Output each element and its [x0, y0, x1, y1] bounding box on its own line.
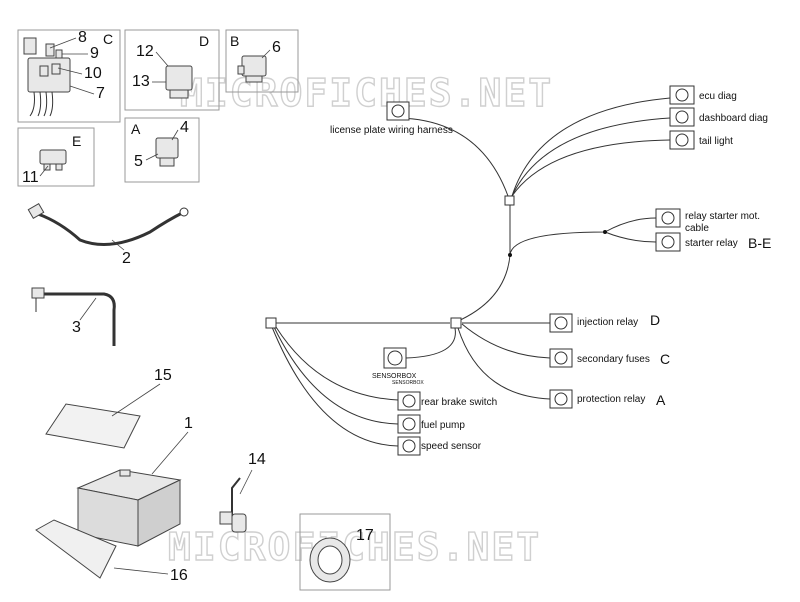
relay-d-drawing: [165, 65, 193, 99]
group-c-letter: C: [103, 31, 113, 47]
ref-secondary-fuses: C: [660, 351, 670, 367]
part-number-15: 15: [154, 367, 172, 384]
connector-part-14: 14: [219, 451, 266, 533]
pad-part-16: 16: [35, 519, 188, 584]
group-a-letter: A: [131, 121, 141, 137]
label-relay-starter-mot-1: relay starter mot.: [685, 211, 760, 222]
wiring-harness: [265, 97, 671, 447]
connector-speed-sensor: speed sensor: [397, 436, 482, 456]
part-number-5: 5: [134, 153, 143, 170]
relay-a-drawing: [155, 137, 179, 167]
label-rear-brake-switch: rear brake switch: [421, 397, 497, 408]
connector-dashboard-diag: dashboard diag: [669, 107, 768, 127]
label-secondary-fuses: secondary fuses: [577, 354, 650, 365]
connector-starter-relay: starter relay B-E: [655, 232, 771, 252]
label-license-plate: license plate wiring harness: [330, 125, 453, 136]
group-d-letter: D: [199, 33, 209, 49]
part-number-2: 2: [122, 250, 131, 267]
grommet-part-17: 17: [299, 513, 391, 591]
label-starter-relay: starter relay: [685, 238, 738, 249]
fuse-box-drawing: [23, 37, 71, 117]
relay-b-drawing: [237, 55, 267, 83]
group-e-frame: [17, 127, 95, 187]
junction-left: [265, 317, 277, 329]
cable-part-3: 3: [31, 287, 116, 346]
label-dashboard-diag: dashboard diag: [699, 113, 768, 124]
label-relay-starter-mot-2: cable: [685, 223, 709, 234]
group-b-letter: B: [230, 33, 239, 49]
group-d: D 12 13: [124, 29, 220, 111]
part-number-10: 10: [84, 65, 102, 82]
label-tail-light: tail light: [699, 136, 733, 147]
part-number-17: 17: [356, 527, 374, 544]
label-speed-sensor: speed sensor: [421, 441, 482, 452]
part-number-16: 16: [170, 567, 188, 584]
connector-secondary-fuses: secondary fuses C: [549, 348, 670, 368]
ref-injection-relay: D: [650, 312, 660, 328]
watermark-bottom: MICROFICHES.NET: [168, 525, 541, 569]
cable-part-2: 2: [27, 202, 189, 267]
group-b-frame: [225, 29, 299, 93]
part-number-7: 7: [96, 85, 105, 102]
group-a: A 4 5: [124, 117, 200, 183]
connector-license-plate: license plate wiring harness: [330, 101, 453, 136]
part-number-11: 11: [22, 169, 39, 186]
group-e: E 11: [17, 127, 95, 187]
connector-ecu-diag: ecu diag: [669, 85, 737, 105]
part-number-14: 14: [248, 451, 266, 468]
group-17-frame: [299, 513, 391, 591]
group-c-frame: [17, 29, 121, 123]
part-number-3: 3: [72, 319, 81, 336]
group-e-letter: E: [72, 133, 81, 149]
battery-part-1: 1: [76, 415, 193, 547]
part-number-9: 9: [90, 45, 99, 62]
junction-right: [450, 317, 462, 329]
connector-fuel-pump: fuel pump: [397, 414, 465, 434]
ref-protection-relay: A: [656, 392, 666, 408]
part-number-8: 8: [78, 29, 87, 46]
connector-protection-relay: protection relay A: [549, 389, 666, 409]
watermark-top: MICROFICHES.NET: [180, 71, 553, 115]
label-ecu-diag: ecu diag: [699, 91, 737, 102]
part-number-1: 1: [184, 415, 193, 432]
ref-starter-relay: B-E: [748, 235, 771, 251]
connector-tail-light: tail light: [669, 130, 733, 150]
junction-top: [504, 195, 515, 206]
part-number-12: 12: [136, 43, 154, 60]
label-injection-relay: injection relay: [577, 317, 638, 328]
connector-rear-brake-switch: rear brake switch: [397, 391, 497, 411]
label-sensorbox: SENSORBOX: [372, 373, 417, 380]
fuse-e-drawing: [39, 149, 67, 171]
label-protection-relay: protection relay: [577, 394, 645, 405]
part-number-6: 6: [272, 39, 281, 56]
label-fuel-pump: fuel pump: [421, 420, 465, 431]
group-b: B 6: [225, 29, 299, 93]
connector-sensorbox: SENSORBOX SENSORBOX: [372, 347, 424, 386]
pad-part-15: 15: [45, 367, 172, 449]
part-number-13: 13: [132, 73, 150, 90]
connector-relay-starter-mot: relay starter mot. cable: [655, 208, 760, 234]
group-c: C 8 9 10 7: [17, 29, 121, 123]
label-sensorbox-small: SENSORBOX: [392, 380, 424, 386]
part-number-4: 4: [180, 119, 189, 136]
group-a-frame: [124, 117, 200, 183]
connector-injection-relay: injection relay D: [549, 312, 660, 333]
group-d-frame: [124, 29, 220, 111]
